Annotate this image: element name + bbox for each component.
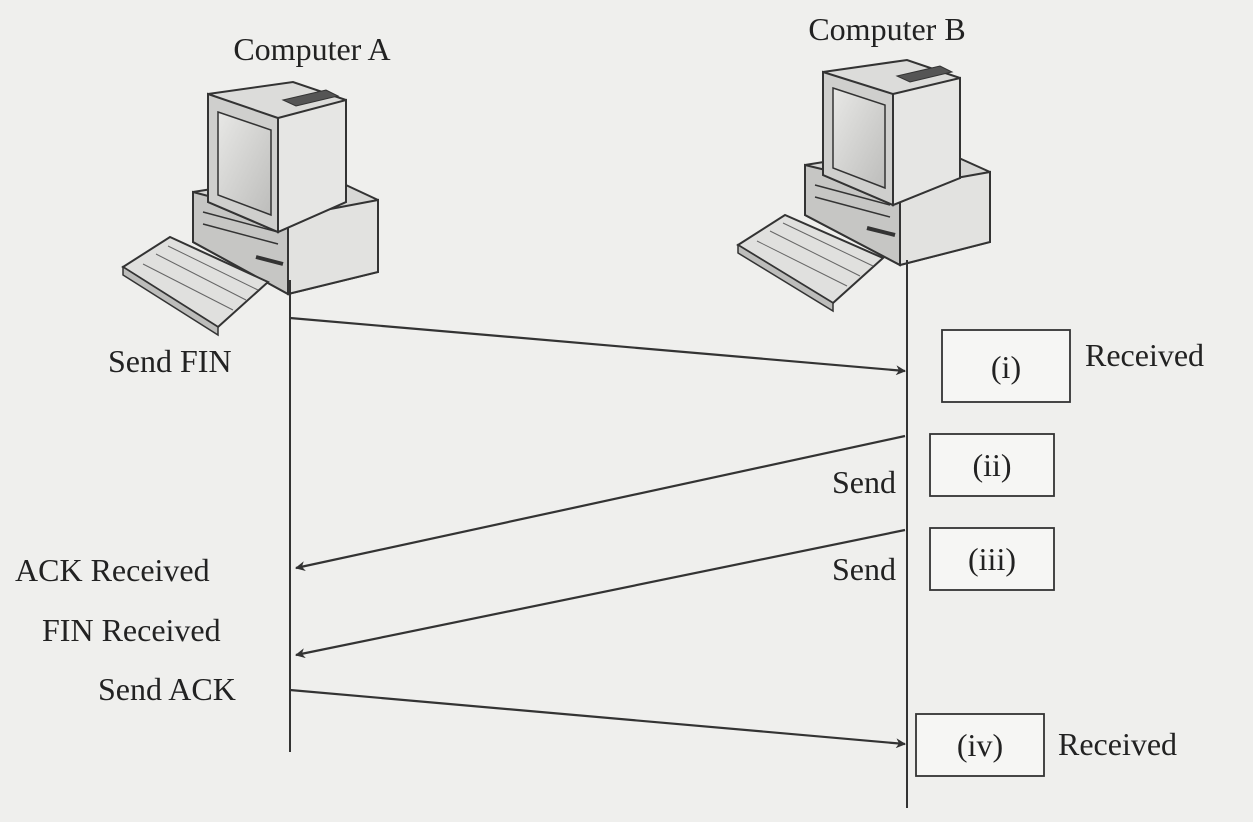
- received-label-iv: Received: [1058, 726, 1177, 762]
- message-arrow-fin: [289, 316, 906, 376]
- send-fin-label: Send FIN: [108, 343, 232, 379]
- box-i-label: (i): [991, 349, 1021, 385]
- desktop-computer-icon: [121, 80, 379, 337]
- desktop-computer-icon: [736, 58, 991, 313]
- received-label-i: Received: [1085, 337, 1204, 373]
- box-ii-label: (ii): [972, 447, 1011, 483]
- ack-received-label: ACK Received: [15, 552, 210, 588]
- send-label-iii: Send: [832, 551, 896, 587]
- blank-box-iii: (iii): [929, 527, 1055, 591]
- box-iii-label: (iii): [968, 541, 1016, 577]
- blank-box-i: (i): [941, 329, 1071, 403]
- send-ack-label: Send ACK: [98, 671, 236, 707]
- message-arrow-final-ack: [289, 688, 906, 749]
- blank-box-iv: (iv): [915, 713, 1045, 777]
- message-arrow-ack: [295, 434, 906, 571]
- message-arrow-fin-b: [295, 528, 906, 659]
- computer-b-label: Computer B: [808, 11, 965, 47]
- box-iv-label: (iv): [957, 727, 1003, 763]
- send-label-ii: Send: [832, 464, 896, 500]
- blank-box-ii: (ii): [929, 433, 1055, 497]
- fin-received-label: FIN Received: [42, 612, 221, 648]
- computer-a-label: Computer A: [233, 31, 390, 67]
